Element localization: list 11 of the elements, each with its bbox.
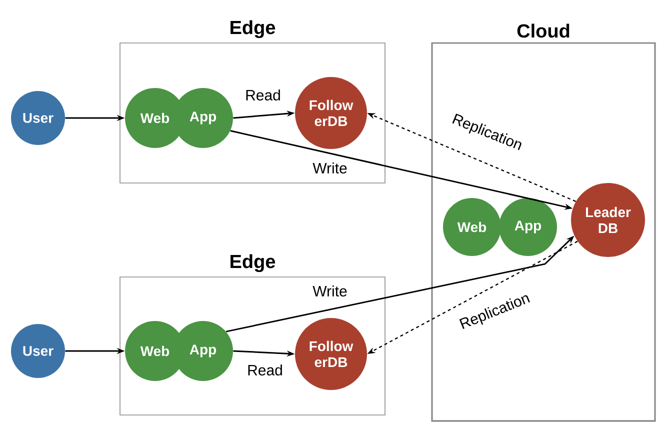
edge-label: Read: [244, 88, 282, 102]
node-label: Edge: [230, 20, 276, 38]
edge-label: Write: [312, 284, 348, 298]
node-label: App: [190, 344, 216, 358]
edge-label: Write: [312, 161, 348, 174]
node-label: App: [190, 112, 216, 124]
node-label: Cloud: [517, 24, 570, 38]
node-label: Web: [140, 112, 170, 124]
edge-label: Read: [246, 363, 284, 376]
node-label: Edge: [230, 254, 276, 272]
node-label: Web: [140, 346, 170, 356]
